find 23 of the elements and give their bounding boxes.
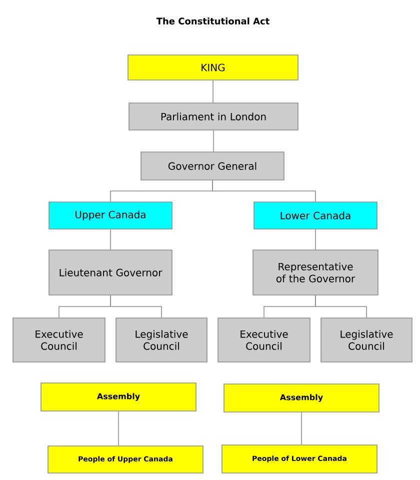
heading: The Constitutional Act [156, 18, 270, 24]
province-box: Upper Canada [48, 202, 172, 230]
office-box: Legislative Council [320, 318, 412, 362]
office-box: Lieutenant Governor [48, 250, 172, 296]
connector-line [212, 180, 316, 202]
province-box: Lower Canada [254, 202, 378, 230]
connector-line [118, 411, 119, 446]
title-box: Assembly [40, 382, 196, 412]
connector-line [110, 295, 162, 318]
office-box: Executive Council [12, 318, 106, 362]
connector-line [315, 229, 316, 250]
office-box: Executive Council [218, 318, 310, 362]
office-box: Governor General [140, 152, 284, 180]
connector-line [315, 295, 367, 318]
connector-line [110, 229, 111, 250]
connector-line [301, 412, 302, 445]
office-box: Parliament in London [128, 102, 298, 130]
title-box: Assembly [224, 384, 380, 412]
connector-line [212, 80, 214, 103]
office-box: Representative of the Governor [252, 250, 378, 296]
office-box: Legislative Council [116, 318, 208, 362]
title-box: KING [128, 54, 298, 80]
connector-line [213, 130, 214, 152]
